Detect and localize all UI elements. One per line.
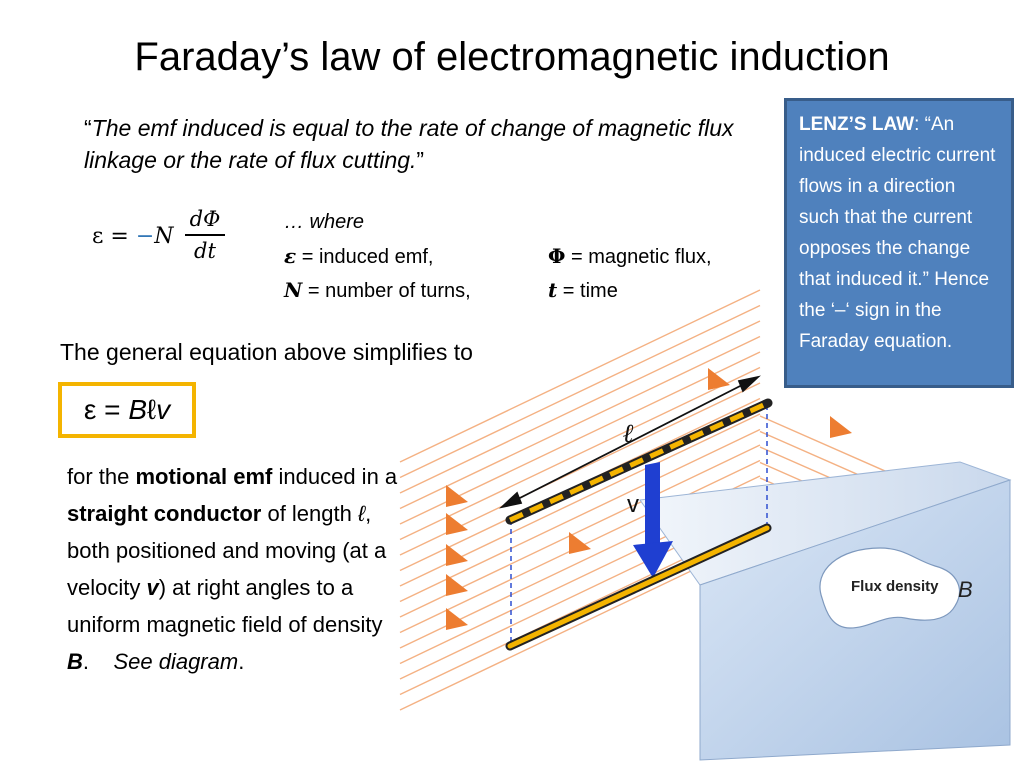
length-arrow-head-right	[737, 375, 761, 393]
desc-part-5: ) at right angles to a uniform magnetic …	[67, 575, 383, 637]
desc-straight-conductor: straight conductor	[67, 501, 262, 526]
simplify-text: The general equation above simplifies to	[60, 339, 473, 365]
formula-fraction: dΦ dt	[185, 205, 225, 265]
desc-see-diagram: See diagram	[113, 649, 239, 674]
time-symbol: t	[548, 278, 558, 302]
formula-epsilon: ε =	[92, 224, 136, 249]
turns-text: = number of turns,	[302, 280, 471, 302]
field-arrowhead	[446, 608, 468, 630]
motional-emf-equation: ε = Bℓv	[58, 382, 196, 438]
field-arrowhead	[830, 416, 852, 438]
where-heading: … where	[284, 211, 365, 233]
conductor-rod	[507, 525, 770, 649]
desc-b-symbol: B	[67, 649, 83, 674]
field-arrowheads	[446, 368, 852, 630]
flux-density-label: Flux density	[851, 578, 939, 595]
field-arrowhead	[446, 574, 468, 596]
fraction-bar	[185, 234, 225, 236]
lenz-law-box: LENZ’S LAW: “An induced electric current…	[784, 98, 1014, 388]
emf-symbol: ε	[284, 244, 297, 268]
conductor-initial-position	[508, 400, 770, 523]
field-line	[399, 335, 761, 510]
desc-part-7: .	[238, 649, 245, 674]
field-line	[399, 366, 761, 541]
flux-symbol: Φ	[548, 244, 566, 268]
faraday-quote: “The emf induced is equal to the rate of…	[84, 112, 744, 176]
flux-b-label: B	[958, 577, 973, 602]
turns-definition: N = number of turns,	[284, 278, 471, 302]
length-arrow-shaft	[511, 381, 749, 503]
where-row-2: N = number of turns, t = time	[284, 273, 774, 307]
velocity-arrow-head	[633, 541, 673, 578]
symbol-definitions: … where ε = induced emf, Φ = magnetic fl…	[284, 205, 774, 307]
desc-l-symbol: ℓ	[357, 501, 366, 526]
where-row-1: ε = induced emf, Φ = magnetic flux,	[284, 239, 774, 273]
equation-v: v	[156, 394, 171, 425]
velocity-arrow	[633, 462, 673, 578]
field-line	[399, 289, 761, 463]
where-heading-row: … where	[284, 205, 774, 239]
formula-lhs: ε = −N	[92, 224, 174, 249]
desc-motional-emf: motional emf	[135, 464, 273, 489]
quote-close-mark: ”	[416, 147, 425, 173]
page-title: Faraday’s law of electromagnetic inducti…	[134, 35, 890, 79]
field-line	[399, 320, 761, 494]
flux-region-blob	[819, 547, 960, 629]
lenz-label: LENZ’S LAW	[799, 114, 915, 135]
motional-emf-description: for the motional emf induced in a straig…	[67, 458, 407, 680]
formula-numerator: dΦ	[189, 207, 221, 231]
flux-definition: Φ = magnetic flux,	[548, 239, 712, 274]
field-arrowhead	[569, 532, 591, 554]
field-arrowhead	[446, 544, 468, 566]
length-label: ℓ	[623, 419, 634, 449]
length-arrow	[499, 375, 761, 509]
time-text: = time	[557, 280, 618, 302]
turns-symbol: N	[284, 278, 303, 302]
projection-lines	[510, 405, 768, 645]
desc-part-4: , both positioned and moving (at a veloc…	[67, 501, 387, 600]
faraday-formula: ε = −N dΦ dt	[92, 205, 252, 267]
equation-b: B	[128, 394, 148, 425]
length-arrow-head-left	[499, 491, 523, 509]
field-arrowhead	[446, 513, 468, 535]
quote-open-mark: “	[84, 115, 92, 141]
field-line	[399, 428, 761, 603]
field-line	[399, 351, 761, 525]
field-arrowhead	[446, 485, 468, 507]
formula-n: N	[154, 224, 174, 249]
quote-text: The emf induced is equal to the rate of …	[84, 115, 734, 173]
equation-prefix: ε =	[83, 394, 129, 425]
formula-denominator: dt	[194, 239, 216, 263]
time-definition: t = time	[548, 273, 618, 308]
field-line	[399, 304, 761, 479]
flux-text: = magnetic flux,	[565, 246, 712, 268]
desc-part-1: for the	[67, 464, 136, 489]
formula-minus: −	[135, 224, 155, 249]
desc-v-symbol: v	[146, 575, 159, 600]
velocity-arrow-shaft	[645, 462, 660, 548]
field-arrowhead	[708, 368, 730, 390]
emf-definition: ε = induced emf,	[284, 244, 434, 268]
desc-part-3: of length	[261, 501, 358, 526]
equation-l: ℓ	[147, 394, 157, 425]
desc-part-2: induced in a	[272, 464, 398, 489]
velocity-label: v	[627, 491, 639, 518]
emf-text: = induced emf,	[296, 246, 434, 268]
lenz-text: : “An induced electric current flows in …	[799, 114, 996, 352]
desc-part-6: .	[82, 649, 114, 674]
